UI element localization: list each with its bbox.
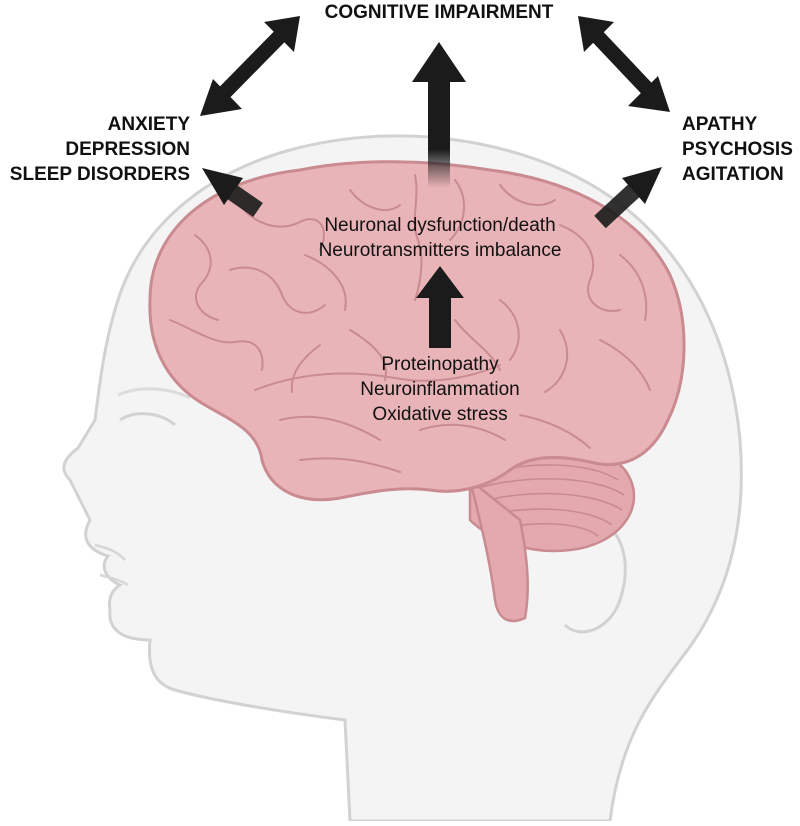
arrow-up-mid — [416, 266, 464, 348]
double-arrow-top-left — [200, 16, 300, 116]
pathology-line-2: Neuroinflammation — [360, 379, 520, 400]
double-arrow-top-right — [578, 16, 670, 112]
right-symptom-1: APATHY — [682, 114, 758, 135]
left-symptom-group: ANXIETY DEPRESSION SLEEP DISORDERS — [0, 112, 190, 187]
pathology-line-1: Proteinopathy — [381, 354, 499, 375]
right-symptom-2: PSYCHOSIS — [682, 139, 793, 160]
arrows — [200, 16, 670, 348]
neuronal-line-2: Neurotransmitters imbalance — [318, 240, 562, 261]
right-symptom-3: AGITATION — [682, 164, 784, 185]
pathology-text: Proteinopathy Neuroinflammation Oxidativ… — [320, 352, 560, 427]
pathology-line-3: Oxidative stress — [372, 404, 508, 425]
neuronal-mechanism-text: Neuronal dysfunction/death Neurotransmit… — [280, 213, 600, 263]
left-symptom-3: SLEEP DISORDERS — [9, 164, 190, 185]
cognitive-impairment-label: COGNITIVE IMPAIRMENT — [324, 2, 554, 23]
left-symptom-1: ANXIETY — [107, 114, 190, 135]
arrow-up-to-cognitive — [412, 42, 466, 188]
arrow-to-right-group — [594, 167, 662, 229]
left-symptom-2: DEPRESSION — [65, 139, 190, 160]
brain — [148, 160, 686, 623]
neuronal-line-1: Neuronal dysfunction/death — [324, 215, 556, 236]
right-symptom-group: APATHY PSYCHOSIS AGITATION — [682, 112, 800, 187]
arrow-to-left-group — [202, 168, 263, 217]
